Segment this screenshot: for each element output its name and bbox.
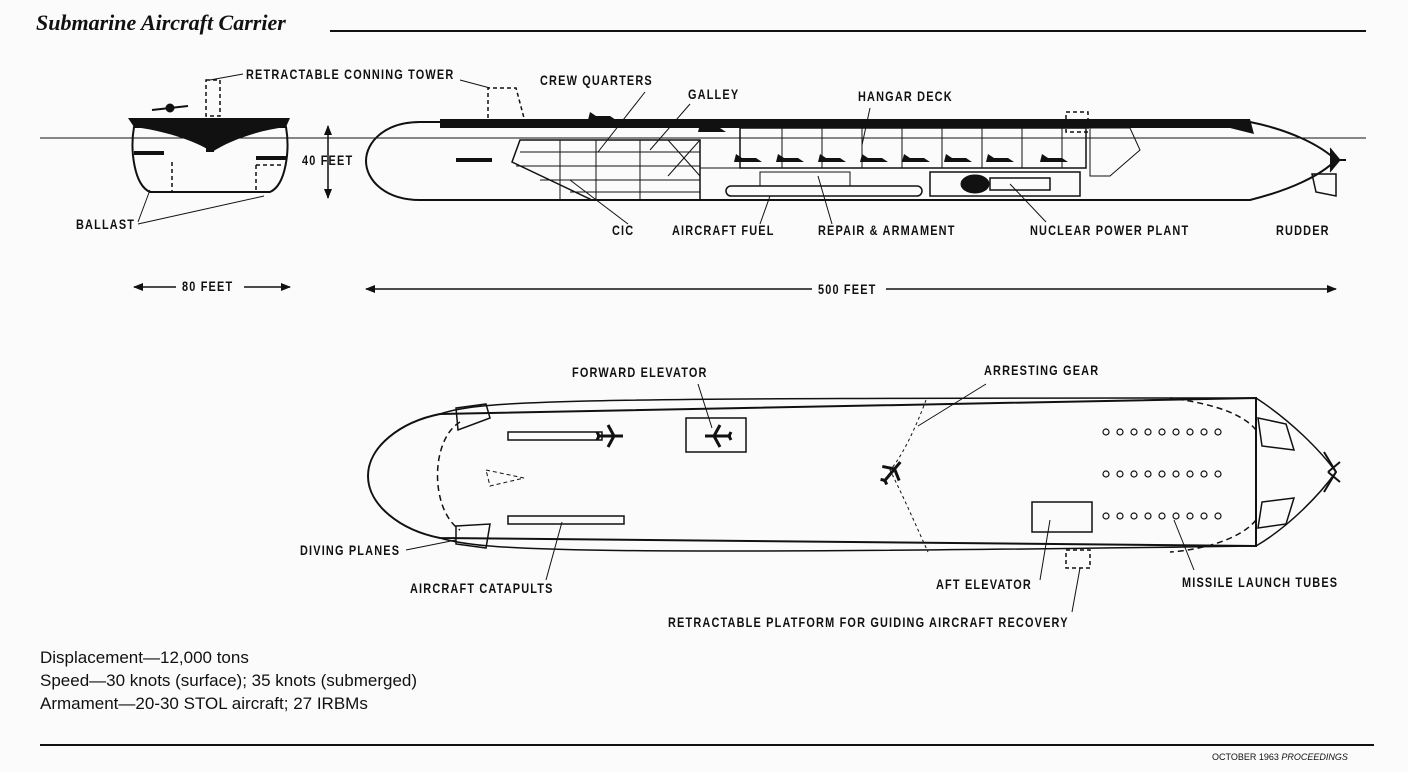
label-40-feet: 40 FEET [302,152,354,168]
label-missile-launch-tubes: MISSILE LAUNCH TUBES [1182,574,1339,590]
label-crew-quarters: CREW QUARTERS [540,72,653,88]
spec-speed: Speed—30 knots (surface); 35 knots (subm… [40,671,418,690]
plan-view-hull [366,396,1341,569]
label-forward-elevator: FORWARD ELEVATOR [572,364,708,380]
label-hangar-deck: HANGAR DECK [858,88,953,104]
end-view-hull [128,79,290,193]
missile-tubes [1102,428,1222,520]
plan-aircraft [595,423,911,491]
label-galley: GALLEY [688,86,740,102]
label-500-feet: 500 FEET [818,281,877,297]
footer: OCTOBER 1963 PROCEEDINGS [1212,752,1348,762]
label-conning-tower: RETRACTABLE CONNING TOWER [246,66,455,82]
title-rule [330,30,1366,32]
specs-block: Displacement—12,000 tons Speed—30 knots … [40,646,417,715]
side-profile-hull [364,87,1346,201]
bottom-rule [40,744,1374,746]
footer-publication: PROCEEDINGS [1281,752,1348,762]
label-diving-planes: DIVING PLANES [300,542,401,558]
label-ballast: BALLAST [76,216,136,232]
label-retractable-platform: RETRACTABLE PLATFORM FOR GUIDING AIRCRAF… [668,614,1069,630]
label-aft-elevator: AFT ELEVATOR [936,576,1032,592]
spec-armament: Armament—20-30 STOL aircraft; 27 IRBMs [40,694,368,713]
label-repair-armament: REPAIR & ARMAMENT [818,222,956,238]
label-cic: CIC [612,222,635,238]
footer-issue: OCTOBER 1963 [1212,752,1279,762]
label-rudder: RUDDER [1276,222,1330,238]
spec-displacement: Displacement—12,000 tons [40,648,249,667]
label-arresting-gear: ARRESTING GEAR [984,362,1100,378]
label-80-feet: 80 FEET [182,278,234,294]
page-title: Submarine Aircraft Carrier [36,10,286,35]
label-nuclear-power-plant: NUCLEAR POWER PLANT [1030,222,1190,238]
label-aircraft-fuel: AIRCRAFT FUEL [672,222,775,238]
label-aircraft-catapults: AIRCRAFT CATAPULTS [410,580,554,596]
